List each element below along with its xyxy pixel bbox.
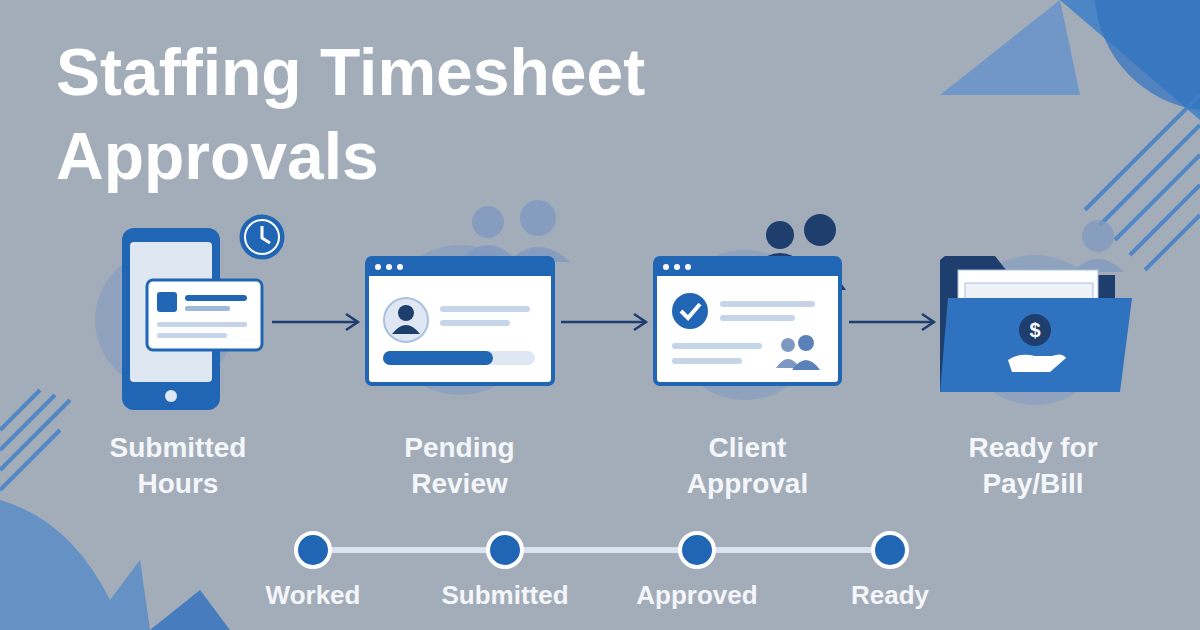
corner-triangle bbox=[150, 590, 230, 630]
corner-arrow bbox=[0, 500, 150, 630]
timeline-label: Ready bbox=[851, 580, 929, 611]
stage-label: Pending Review bbox=[374, 430, 546, 502]
flow-arrow bbox=[272, 314, 358, 330]
corner-triangle bbox=[1060, 0, 1200, 120]
stage-label: Client Approval bbox=[662, 430, 834, 502]
stage-node: Pending Review bbox=[362, 225, 557, 506]
pay-folder-icon: $ bbox=[940, 256, 1132, 392]
timeline-label: Submitted bbox=[441, 580, 568, 611]
flow-arrow bbox=[561, 314, 646, 330]
approval-window-icon bbox=[655, 258, 840, 384]
title: Staffing Timesheet Approvals bbox=[56, 30, 816, 198]
stage-label: Submitted Hours bbox=[92, 430, 264, 502]
stage-label: Ready for Pay/Bill bbox=[947, 430, 1119, 502]
stage-node: Client Approval bbox=[650, 225, 845, 506]
corner-triangle bbox=[940, 0, 1080, 95]
timeline-label: Worked bbox=[266, 580, 361, 611]
flow-arrow bbox=[849, 314, 934, 330]
timeline-label: Approved bbox=[636, 580, 757, 611]
phone-icon bbox=[122, 213, 286, 410]
review-window-icon bbox=[367, 258, 553, 384]
stage-node: Submitted Hours bbox=[88, 225, 268, 506]
timeline bbox=[296, 533, 907, 567]
stage-node: Ready for Pay/Bill bbox=[938, 225, 1128, 506]
svg-text:$: $ bbox=[1029, 319, 1040, 341]
corner-arc bbox=[1095, 0, 1200, 110]
